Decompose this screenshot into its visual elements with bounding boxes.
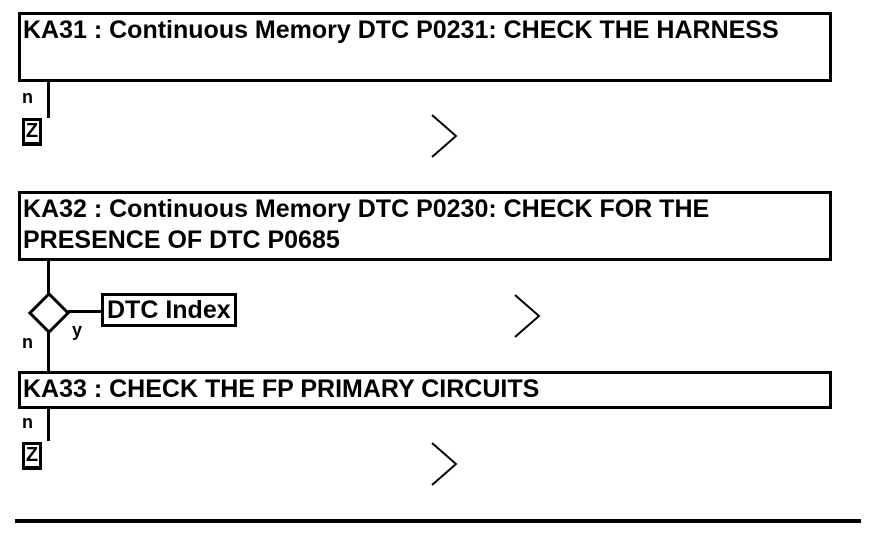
- bottom-divider: [15, 519, 861, 523]
- branch-label-n: n: [22, 412, 33, 432]
- dtc-index-link[interactable]: DTC Index: [101, 293, 237, 327]
- terminal-z-label: Z: [25, 120, 39, 142]
- terminal-z-box: Z: [22, 442, 42, 470]
- dtc-index-label: DTC Index: [107, 296, 231, 324]
- branch-label-n: n: [22, 87, 33, 107]
- yes-branch-line: [68, 310, 102, 313]
- chevron-right-icon[interactable]: [428, 440, 462, 488]
- no-label: n: [22, 332, 33, 352]
- step-ka31-title: KA31 : Continuous Memory DTC P0231: CHEC…: [23, 16, 779, 44]
- yes-label: y: [72, 320, 83, 340]
- connector-line: [47, 82, 50, 118]
- decision-diamond: [27, 291, 71, 335]
- step-ka33-box: KA33 : CHECK THE FP PRIMARY CIRCUITS: [18, 371, 832, 409]
- chevron-right-icon[interactable]: [428, 112, 462, 160]
- step-ka32-title: KA32 : Continuous Memory DTC P0230: CHEC…: [23, 195, 710, 254]
- connector-line: [47, 409, 50, 441]
- step-ka33-title: KA33 : CHECK THE FP PRIMARY CIRCUITS: [23, 375, 540, 403]
- terminal-z-label: Z: [25, 444, 39, 466]
- step-ka32-box: KA32 : Continuous Memory DTC P0230: CHEC…: [18, 191, 832, 261]
- no-branch-line: [47, 332, 50, 372]
- chevron-right-icon[interactable]: [511, 292, 545, 340]
- step-ka31-box: KA31 : Continuous Memory DTC P0231: CHEC…: [18, 12, 832, 82]
- connector-line: [47, 261, 50, 297]
- terminal-z-box: Z: [22, 118, 42, 146]
